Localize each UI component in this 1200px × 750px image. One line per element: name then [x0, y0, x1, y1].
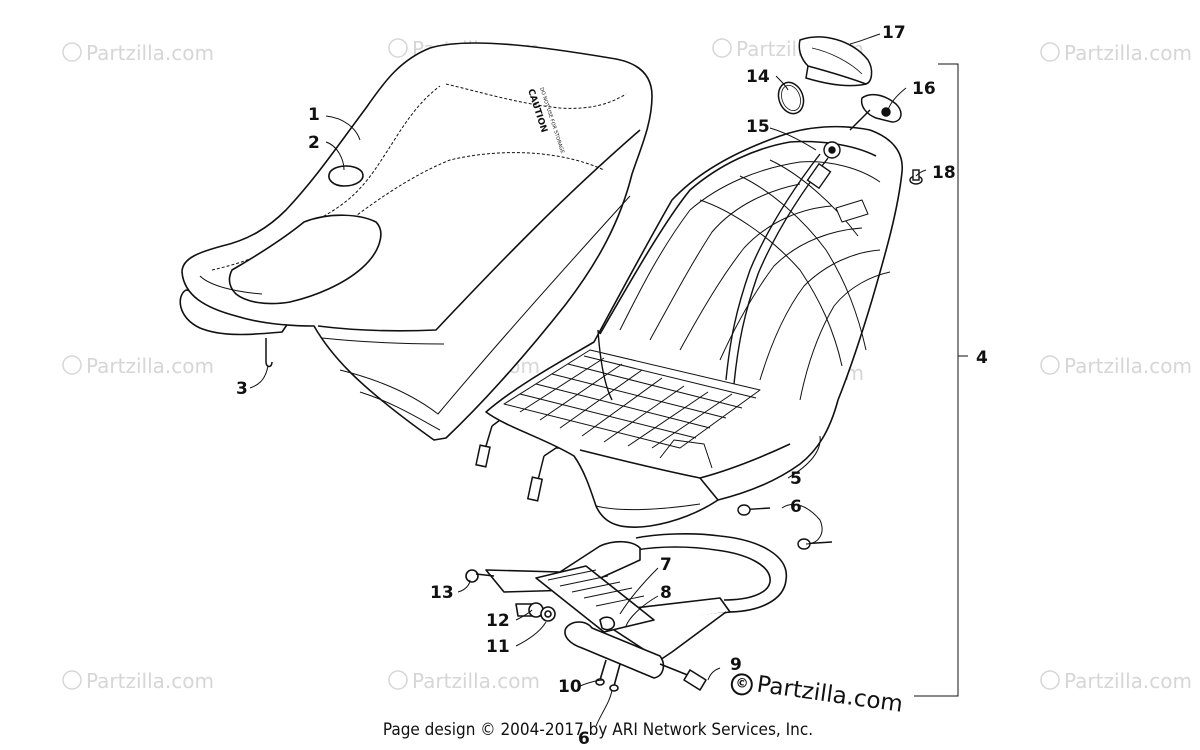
latch-handle-cover	[798, 36, 873, 87]
callout-5: 5	[790, 469, 802, 489]
watermark-copyright-icon	[1040, 42, 1060, 62]
latch-cable	[597, 141, 841, 401]
latch-lever	[849, 93, 902, 131]
watermark-copyright-icon	[62, 42, 82, 62]
watermark-copyright-icon	[388, 38, 408, 58]
callout-10: 10	[558, 677, 582, 697]
copyright-icon: ©	[729, 671, 755, 697]
callouts: 1 2 3 4 5 6 6 7 8 9 10 11 12 13 14 15 16…	[236, 23, 988, 749]
callout-15: 15	[746, 117, 770, 137]
watermark: Partzilla.com	[1064, 41, 1192, 65]
callout-2: 2	[308, 133, 320, 153]
leader-lines	[249, 33, 968, 727]
callout-17: 17	[882, 23, 906, 43]
callout-8: 8	[660, 583, 672, 603]
watermark: Partzilla.com	[412, 669, 540, 693]
watermark-copyright-icon	[1040, 670, 1060, 690]
seat-cushion	[179, 42, 653, 441]
callout-9: 9	[730, 655, 742, 675]
seat-base-tub	[485, 125, 903, 528]
callout-14: 14	[746, 67, 770, 87]
watermark: Partzilla.com	[86, 669, 214, 693]
callout-13: 13	[430, 583, 454, 603]
callout-6-lower: 6	[578, 729, 590, 749]
callout-7: 7	[660, 555, 672, 575]
callout-6: 6	[790, 497, 802, 517]
callout-18: 18	[932, 163, 956, 183]
watermark-copyright-icon	[62, 355, 82, 375]
hook-fastener	[265, 338, 273, 368]
watermark: Partzilla.com	[86, 41, 214, 65]
callout-1: 1	[308, 105, 320, 125]
watermark-copyright-icon	[62, 670, 82, 690]
watermark-copyright-icon	[712, 38, 732, 58]
watermark: Partzilla.com	[1064, 669, 1192, 693]
callout-3: 3	[236, 379, 248, 399]
watermark: Partzilla.com	[1064, 354, 1192, 378]
callout-16: 16	[912, 79, 936, 99]
watermark: Partzilla.com	[86, 354, 214, 378]
seat-frame	[465, 533, 788, 692]
page-footer: Page design © 2004-2017 by ARI Network S…	[382, 720, 814, 740]
watermark-row-top: Partzilla.com Partzilla.com Partzilla.co…	[62, 37, 1192, 65]
watermark-copyright-icon	[388, 670, 408, 690]
watermark-copyright-icon	[1040, 355, 1060, 375]
callout-11: 11	[486, 637, 510, 657]
retaining-ring	[777, 81, 805, 115]
watermark-row-bottom: Partzilla.com Partzilla.com Partzilla.co…	[62, 669, 1192, 693]
callout-12: 12	[486, 611, 510, 631]
callout-4: 4	[976, 348, 988, 368]
rivets	[737, 504, 833, 550]
